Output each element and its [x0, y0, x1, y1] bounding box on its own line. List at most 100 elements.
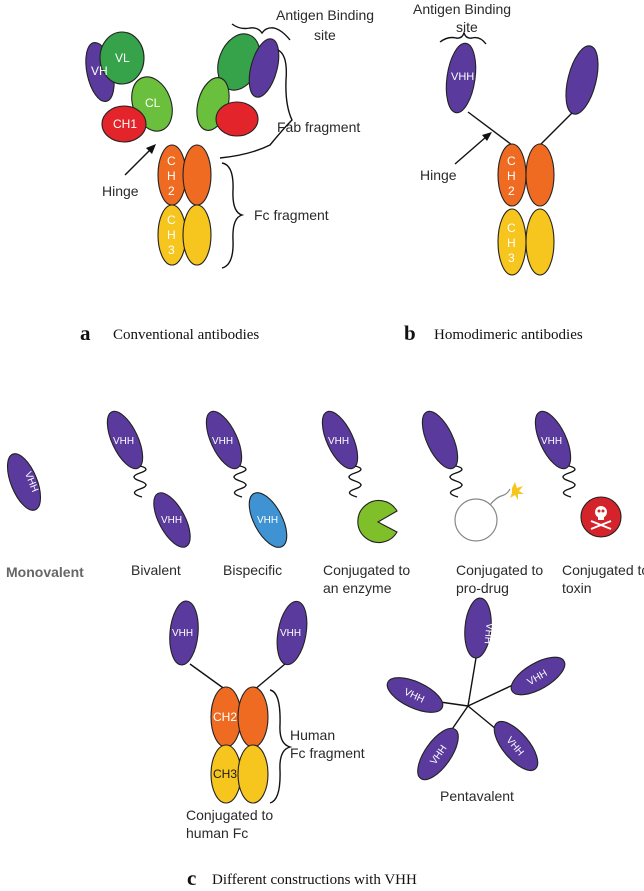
- ch2-domain-right: [182, 144, 212, 206]
- vhh-domain-penta-right: [510, 656, 566, 696]
- vhh-domain-bivalent-bottom: [153, 492, 191, 548]
- vhh-label-bivalent-bottom: VHH: [161, 515, 182, 526]
- ch3-domain-right-b: [525, 208, 555, 276]
- prodrug-construct: Conjugated to pro-drug: [421, 410, 543, 596]
- ch2-domain-right-b: [525, 143, 555, 207]
- fab-bracket: [219, 49, 293, 159]
- ch2-h-label: H: [167, 169, 176, 183]
- hinge-line-fc-left: [189, 663, 227, 691]
- vhh-domain-monovalent: [6, 453, 42, 511]
- vl-label: VL: [115, 51, 130, 65]
- hinge-line-left-b: [467, 111, 513, 146]
- fab-fragment-label: Fab fragment: [277, 119, 360, 135]
- bomb-icon: [454, 498, 498, 542]
- vhh-domain-bivalent-top: [106, 410, 144, 470]
- linker-bivalent: [133, 465, 147, 498]
- ch3-h-label: H: [167, 228, 176, 242]
- ch2-c-label: C: [167, 154, 176, 168]
- vhh-label-penta-top: VHH: [482, 622, 495, 644]
- toxin-construct: VHH Conjugated to toxin: [534, 410, 644, 596]
- antigen-binding-label-a: Antigen Binding: [276, 7, 374, 23]
- enzyme-label-line2: an enzyme: [323, 580, 392, 596]
- panel-a-letter: a: [80, 321, 91, 345]
- pentavalent-construct: VHH VHH VHH VHH VHH Pentavalent: [386, 597, 566, 804]
- ch3-label-fc: CH3: [213, 767, 237, 781]
- antigen-site-label-b: site: [456, 19, 478, 35]
- vhh-label-toxin: VHH: [541, 436, 562, 447]
- enzyme-construct: VHH Conjugated to an enzyme: [321, 410, 410, 596]
- panel-a-caption: Conventional antibodies: [113, 327, 259, 343]
- enzyme-label-line1: Conjugated to: [323, 562, 410, 578]
- toxin-label-line2: toxin: [562, 580, 592, 596]
- human-fc-bracket: [269, 689, 293, 804]
- ch2-c-label-b: C: [507, 154, 516, 168]
- panel-a-conventional-antibody: VH VL CL CH1 C H 2 C H 3 Antigen Binding…: [80, 7, 374, 345]
- vh-label: VH: [91, 64, 108, 78]
- ch2-num-label: 2: [168, 184, 175, 198]
- hinge-label-a: Hinge: [102, 183, 139, 199]
- human-fc-label-line2: Fc fragment: [290, 745, 365, 761]
- hinge-label-b: Hinge: [420, 167, 457, 183]
- vhh-domain-bispecific-blue: [248, 492, 288, 548]
- ch1-domain-right: [215, 101, 259, 137]
- linker-bispecific: [233, 465, 247, 498]
- human-fc-construct: VHH VHH CH2 CH3 Human Fc fragment Conjug…: [169, 600, 365, 841]
- hinge-arrowhead-a: [146, 144, 156, 154]
- ch3-h-label-b: H: [507, 236, 516, 250]
- vhh-domain-right-b: [565, 45, 599, 115]
- panel-b-caption: Homodimeric antibodies: [434, 327, 583, 343]
- vhh-domain-penta-top: [464, 597, 492, 659]
- prodrug-label-line2: pro-drug: [456, 580, 509, 596]
- ch3-num-label: 3: [168, 243, 175, 257]
- skull-icon: [590, 506, 612, 530]
- panel-c-vhh-constructions: VHH Monovalent VHH VHH Bivalent VHH VHH …: [6, 410, 644, 890]
- human-fc-label-line1: Human: [290, 727, 335, 743]
- hinge-arrowhead-b: [482, 132, 492, 141]
- conj-fc-label-line2: human Fc: [186, 825, 248, 841]
- vhh-domain-bispecific: [205, 410, 243, 470]
- enzyme-icon: [357, 499, 398, 544]
- vhh-domain-fc-right: [276, 600, 308, 666]
- bispecific-construct: VHH VHH Bispecific: [205, 410, 288, 578]
- hinge-arrow-b: [454, 136, 487, 165]
- ch2-num-label-b: 2: [508, 184, 515, 198]
- vhh-label-bispecific-top: VHH: [212, 436, 233, 447]
- vhh-domain-prodrug: [421, 410, 459, 470]
- vhh-label-fc-right: VHH: [280, 628, 301, 639]
- ch2-label-fc: CH2: [213, 710, 237, 724]
- ch3-domain-fc-right: [237, 744, 269, 804]
- linker-toxin: [562, 465, 576, 498]
- fc-fragment-label: Fc fragment: [254, 207, 329, 223]
- antigen-site-label-a: site: [314, 27, 336, 43]
- monovalent-construct: VHH Monovalent: [6, 453, 84, 580]
- vhh-label-b: VHH: [451, 71, 474, 83]
- hinge-line-fc-right: [253, 663, 286, 691]
- spark-icon: [510, 482, 524, 500]
- conj-fc-label-line1: Conjugated to: [186, 807, 273, 823]
- ch2-domain-fc-right: [237, 686, 269, 748]
- vhh-label-fc-left: VHH: [172, 628, 193, 639]
- vhh-domain-penta-bottom-right: [493, 720, 539, 772]
- vh-domain-right: [248, 38, 280, 98]
- linker-enzyme: [348, 465, 362, 498]
- monovalent-label: Monovalent: [6, 564, 84, 580]
- toxin-label-line1: Conjugated to: [562, 562, 644, 578]
- vhh-label-enzyme: VHH: [328, 436, 349, 447]
- vhh-domain-left-b: [445, 42, 477, 114]
- panel-b-homodimeric-antibody: VHH C H 2 C H 3 Antigen Binding site Hin…: [404, 1, 599, 345]
- bispecific-label: Bispecific: [223, 562, 282, 578]
- ch1-label: CH1: [113, 117, 137, 131]
- antigen-binding-brace-b: [439, 30, 487, 45]
- vhh-label-bivalent-top: VHH: [113, 436, 134, 447]
- panel-b-letter: b: [404, 321, 416, 345]
- vhh-domain-fc-left: [169, 600, 199, 666]
- antigen-binding-label-b: Antigen Binding: [413, 1, 511, 17]
- vhh-domain-enzyme: [321, 410, 359, 470]
- ch1-domain-left: [101, 105, 147, 143]
- panel-c-caption: Different constructions with VHH: [212, 872, 417, 888]
- bivalent-construct: VHH VHH Bivalent: [106, 410, 191, 578]
- linker-prodrug: [449, 465, 463, 498]
- bomb-fuse-icon: [489, 488, 511, 506]
